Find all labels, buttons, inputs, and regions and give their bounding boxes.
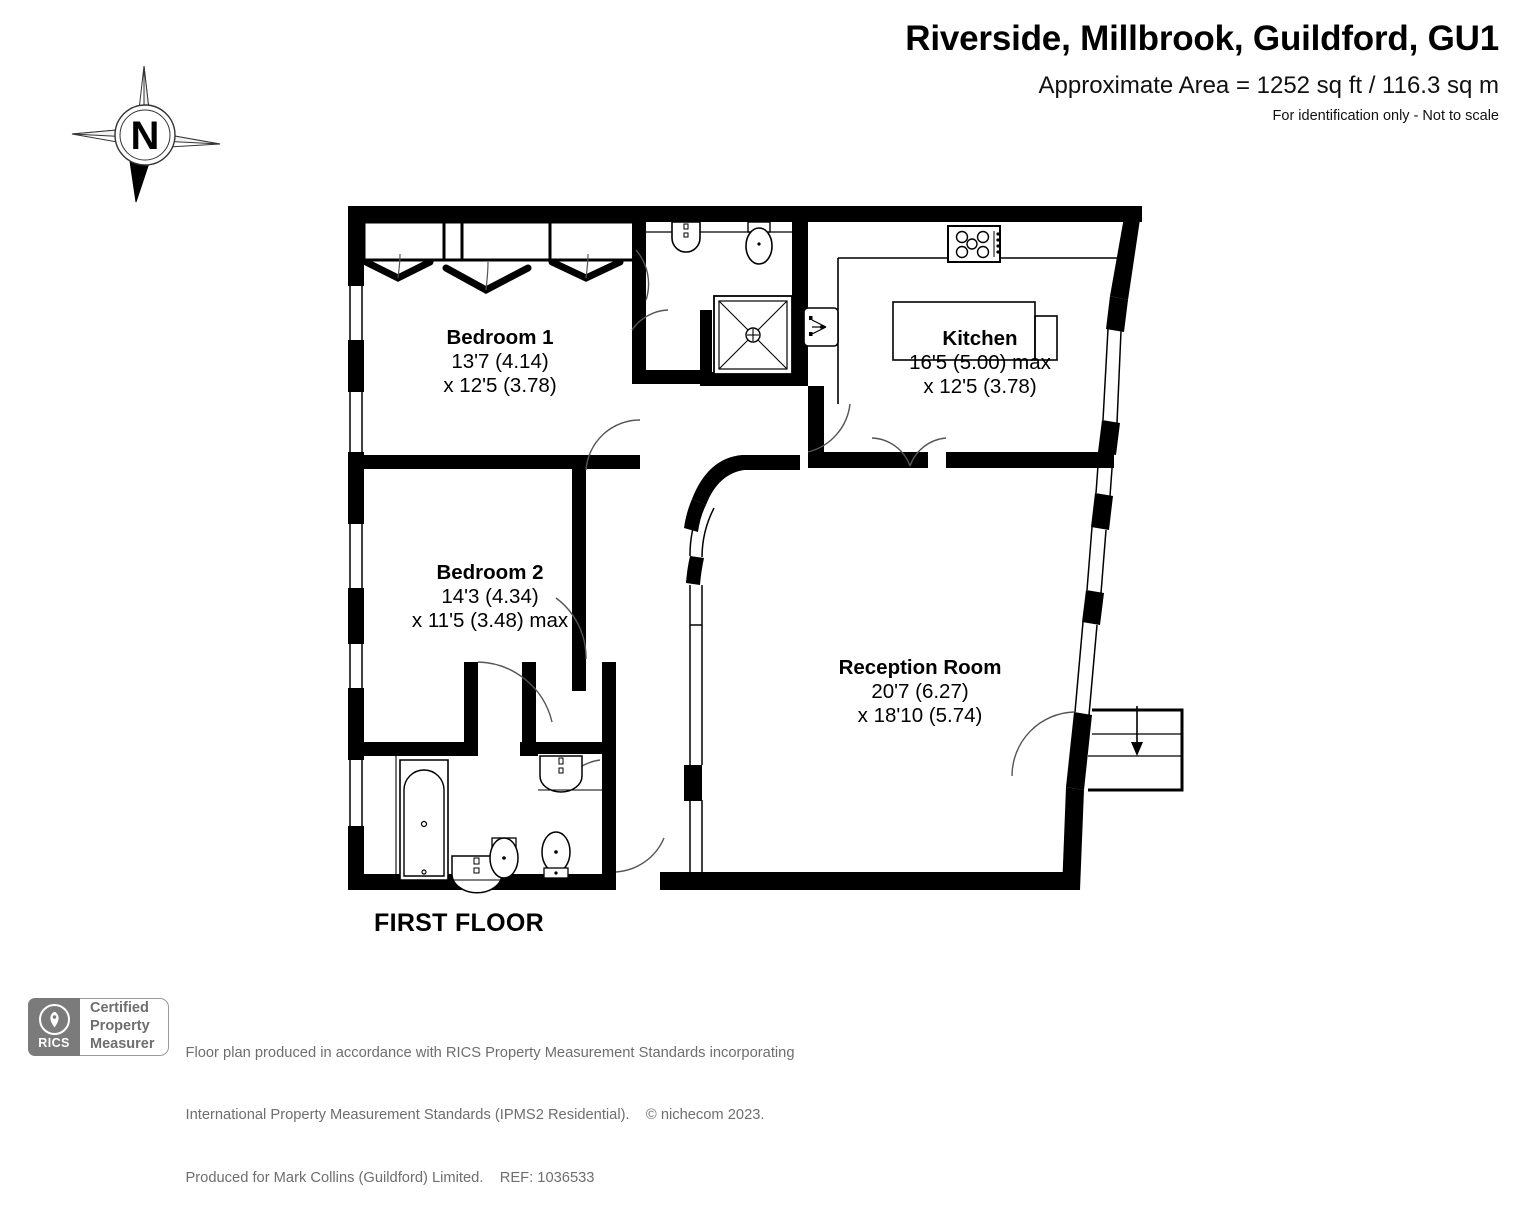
footer: RICS Certified Property Measurer Floor p… bbox=[28, 998, 795, 1231]
toilet-icon bbox=[745, 221, 773, 265]
toilet-icon bbox=[541, 831, 571, 879]
room-name: Bedroom 2 bbox=[436, 561, 544, 584]
room-dimension-line-1: 13'7 (4.14) bbox=[451, 349, 549, 373]
rics-text-line-2: Property bbox=[90, 1018, 150, 1035]
footer-note-line-2: International Property Measurement Stand… bbox=[185, 1107, 765, 1124]
rics-certification-text: Certified Property Measurer bbox=[80, 998, 170, 1056]
compass-north-letter: N bbox=[131, 114, 160, 158]
wash-basin-icon bbox=[451, 855, 503, 894]
room-name: Reception Room bbox=[838, 656, 1002, 679]
room-name: Kitchen bbox=[942, 327, 1018, 350]
bathtub-icon bbox=[399, 759, 449, 881]
shower-tray-icon bbox=[713, 295, 793, 375]
floor-plan-drawing bbox=[348, 206, 1184, 894]
ensuite-fixtures bbox=[538, 755, 602, 879]
rics-wordmark: RICS bbox=[38, 1036, 70, 1051]
scale-disclaimer-text: For identification only - Not to scale bbox=[1272, 107, 1499, 124]
room-label-bedroom-2: Bedroom 2 14'3 (4.34) x 11'5 (3.48) max bbox=[330, 561, 650, 632]
compass-rose-icon: N bbox=[71, 65, 221, 203]
room-dimension-line-1: 14'3 (4.34) bbox=[441, 584, 539, 608]
rics-text-line-3: Measurer bbox=[90, 1035, 155, 1052]
footer-note-line-3: Produced for Mark Collins (Guildford) Li… bbox=[185, 1170, 595, 1186]
rics-text-line-1: Certified bbox=[90, 1000, 149, 1017]
room-dimension-line-2: x 12'5 (3.78) bbox=[443, 373, 557, 397]
bathroom-fixtures bbox=[395, 756, 602, 894]
interior-walls bbox=[348, 222, 1114, 890]
curved-bay-wall bbox=[684, 455, 800, 801]
stairs-down-arrow-icon bbox=[1088, 706, 1184, 792]
room-label-reception-room: Reception Room 20'7 (6.27) x 18'10 (5.74… bbox=[760, 656, 1080, 727]
kitchen-hob-icon bbox=[947, 225, 1001, 263]
shower-room-fixtures bbox=[646, 221, 793, 375]
room-dimension-line-1: 16'5 (5.00) max bbox=[909, 350, 1051, 374]
room-dimension-line-1: 20'7 (6.27) bbox=[871, 679, 969, 703]
room-label-bedroom-1: Bedroom 1 13'7 (4.14) x 12'5 (3.78) bbox=[340, 326, 660, 397]
wash-basin-icon bbox=[539, 755, 583, 793]
room-label-kitchen: Kitchen 16'5 (5.00) max x 12'5 (3.78) bbox=[830, 327, 1130, 398]
floor-level-label: FIRST FLOOR bbox=[374, 909, 544, 937]
room-name: Bedroom 1 bbox=[446, 326, 554, 349]
footer-note-line-1: Floor plan produced in accordance with R… bbox=[185, 1044, 795, 1061]
room-dimension-line-2: x 12'5 (3.78) bbox=[923, 374, 1037, 398]
room-dimension-line-2: x 18'10 (5.74) bbox=[857, 703, 983, 727]
rics-certified-badge: RICS Certified Property Measurer bbox=[28, 998, 170, 1056]
room-dimension-line-2: x 11'5 (3.48) max bbox=[411, 608, 569, 632]
approximate-area-text: Approximate Area = 1252 sq ft / 116.3 sq… bbox=[1038, 71, 1500, 99]
rics-crest-icon bbox=[38, 1004, 70, 1036]
wardrobe-bifold-doors-icon bbox=[362, 220, 644, 294]
footer-disclaimer-text: Floor plan produced in accordance with R… bbox=[185, 998, 794, 1231]
page-title: Riverside, Millbrook, Guildford, GU1 bbox=[905, 19, 1499, 58]
plan-header: Riverside, Millbrook, Guildford, GU1 App… bbox=[599, 0, 1499, 125]
wash-basin-icon bbox=[671, 221, 701, 253]
exterior-walls bbox=[348, 206, 1142, 890]
rics-logo: RICS bbox=[28, 998, 80, 1056]
toilet-icon bbox=[489, 837, 519, 879]
